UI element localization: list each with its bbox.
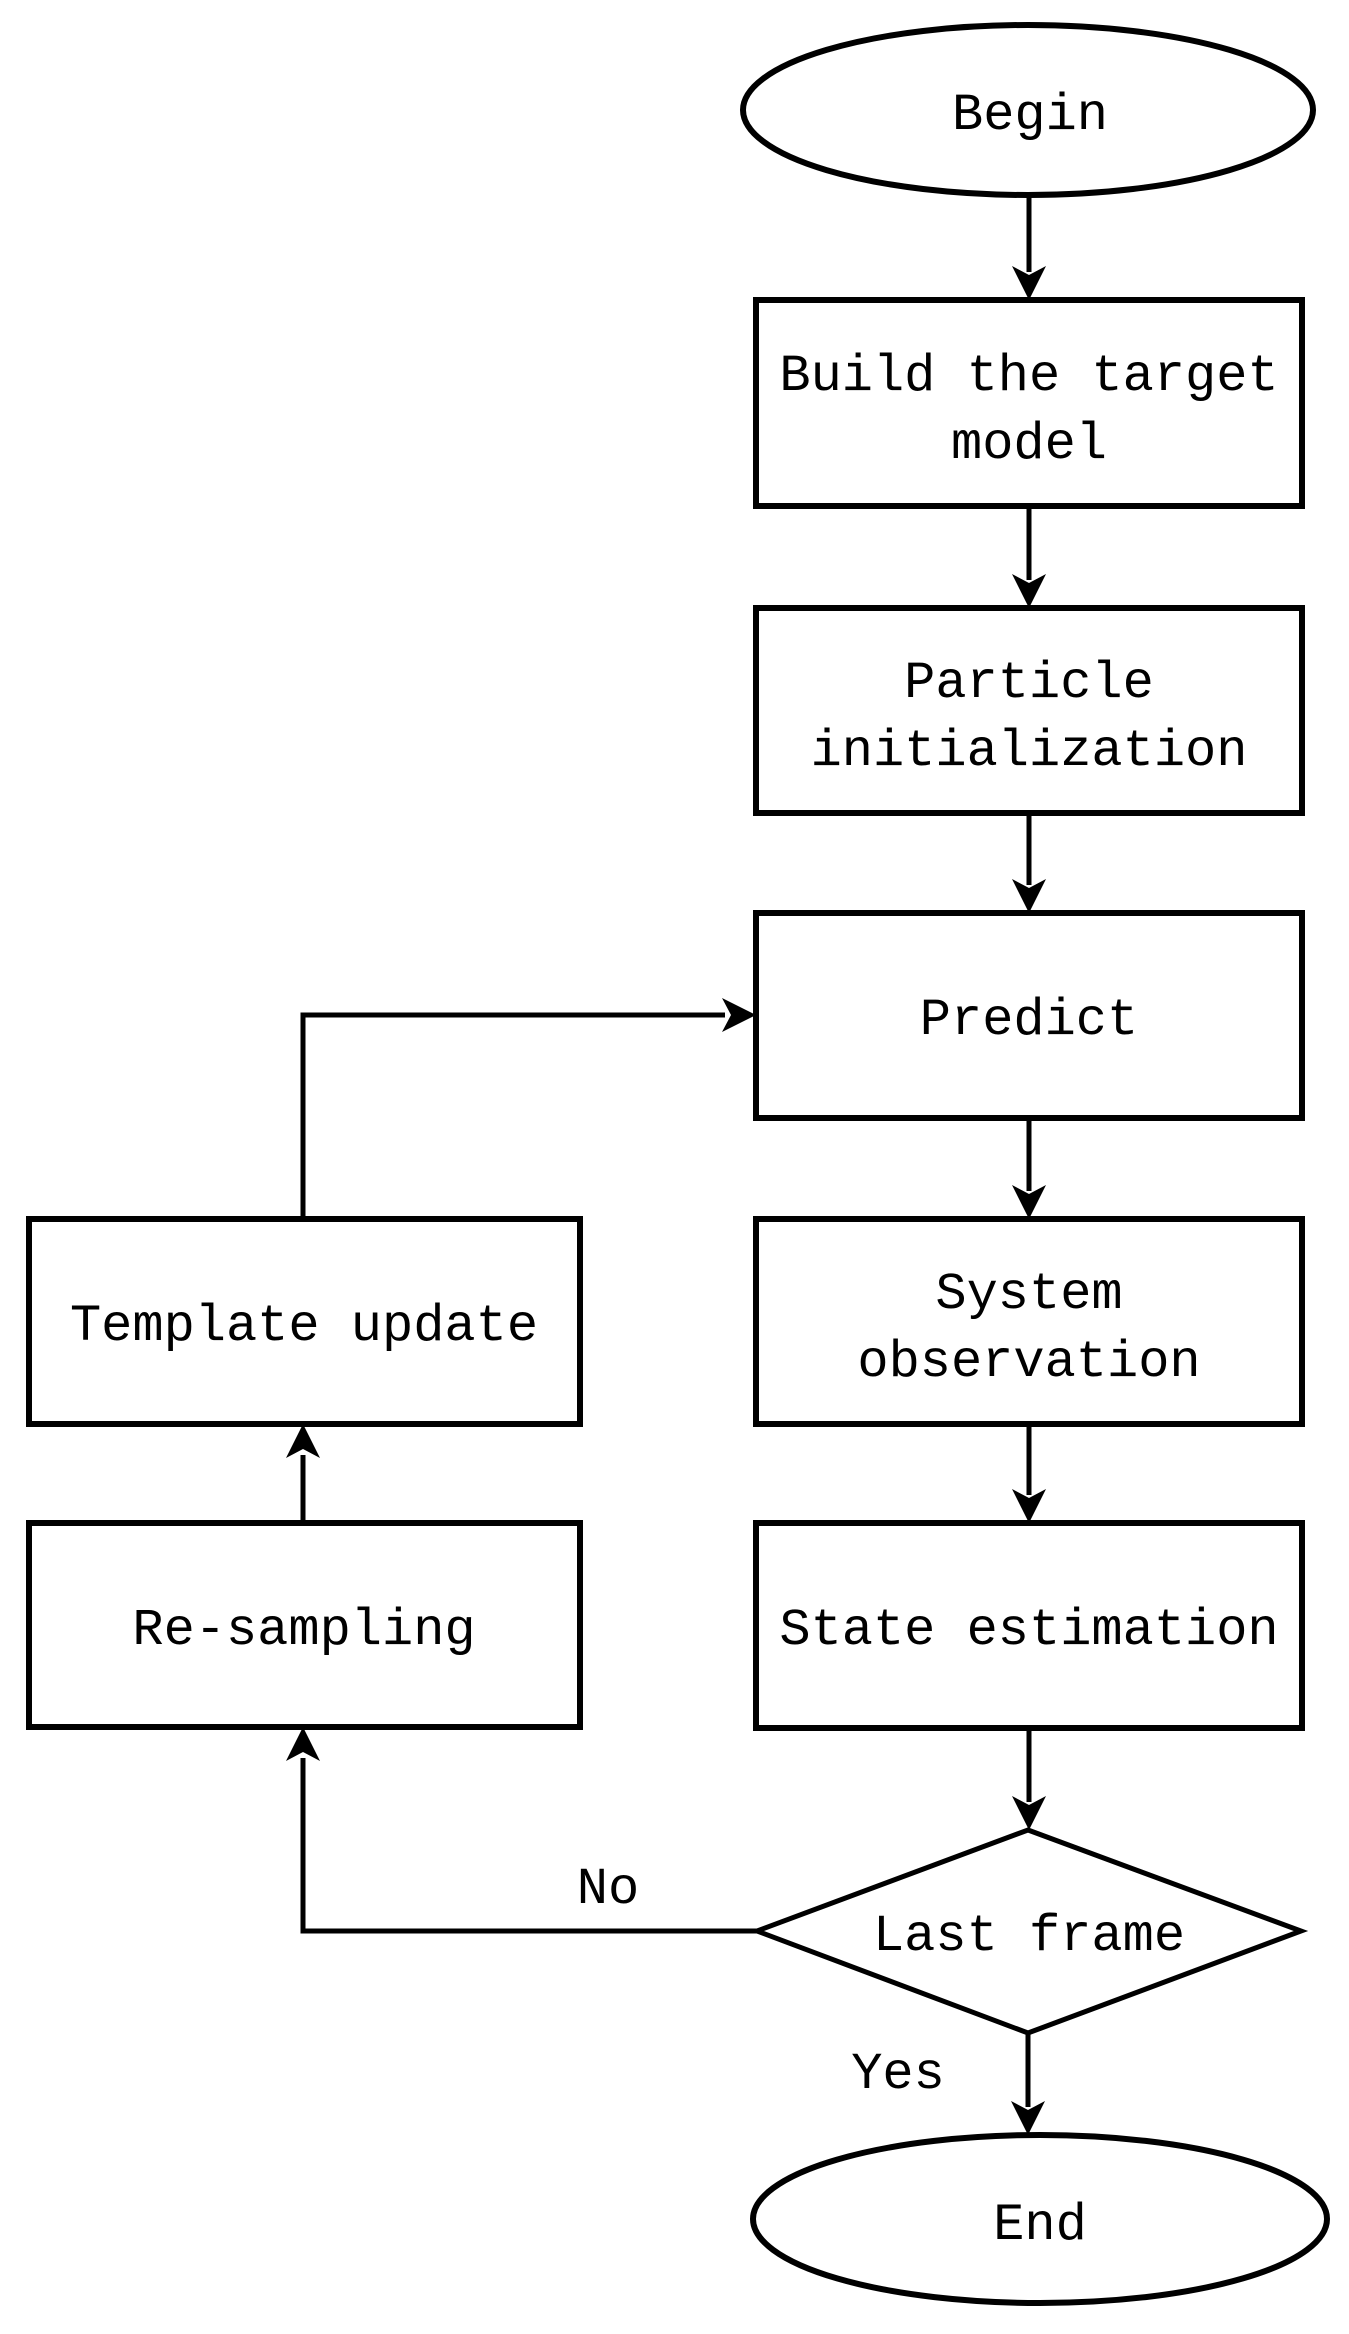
begin-label: Begin (952, 86, 1108, 145)
predict-node: Predict (753, 910, 1305, 1121)
particle-initialization-box (753, 605, 1305, 816)
template-update-box (26, 1216, 583, 1427)
system-observation-box (753, 1216, 1305, 1427)
arrow-particle-to-predict (1012, 813, 1046, 913)
particle-initialization-node: Particle initialization (753, 605, 1305, 816)
end-terminator-shape (750, 2132, 1330, 2306)
no-branch-label: No (577, 1860, 639, 1919)
predict-box (753, 910, 1305, 1121)
state-estimation-box (753, 1520, 1305, 1731)
arrow-build-to-particle (1012, 506, 1046, 608)
arrow-system-to-state (1012, 1424, 1046, 1523)
state-estimation-node: State estimation (753, 1520, 1305, 1731)
begin-node: Begin (740, 22, 1316, 198)
yes-branch-label: Yes (851, 2045, 945, 2104)
arrow-template-to-predict (300, 998, 756, 1219)
arrow-state-to-decision (1012, 1728, 1046, 1830)
template-update-node: Template update (26, 1216, 583, 1427)
end-label: End (993, 2196, 1087, 2255)
state-estimation-label: State estimation (779, 1601, 1278, 1660)
build-target-model-box (753, 297, 1305, 509)
predict-label: Predict (920, 991, 1138, 1050)
build-target-model-line2: model (951, 415, 1107, 474)
last-frame-decision-node: Last frame (749, 1827, 1309, 2036)
particle-initialization-line1: Particle (904, 654, 1154, 713)
system-observation-line1: System (935, 1265, 1122, 1324)
template-update-label: Template update (70, 1297, 538, 1356)
arrow-decision-to-end (1011, 2033, 1045, 2135)
last-frame-label: Last frame (873, 1907, 1185, 1966)
arrow-begin-to-build (1012, 195, 1046, 300)
arrow-decision-no-to-resampling (286, 1727, 757, 1934)
system-observation-line2: observation (857, 1333, 1200, 1392)
arrow-resampling-to-template (286, 1424, 320, 1523)
re-sampling-node: Re-sampling (26, 1520, 583, 1730)
last-frame-diamond (749, 1827, 1309, 2036)
build-target-model-line1: Build the target (779, 347, 1278, 406)
begin-terminator-shape (740, 22, 1316, 198)
arrow-predict-to-system (1012, 1118, 1046, 1219)
re-sampling-box (26, 1520, 583, 1730)
re-sampling-label: Re-sampling (132, 1601, 475, 1660)
system-observation-node: System observation (753, 1216, 1305, 1427)
end-node: End (750, 2132, 1330, 2306)
build-target-model-node: Build the target model (753, 297, 1305, 509)
particle-initialization-line2: initialization (811, 722, 1248, 781)
